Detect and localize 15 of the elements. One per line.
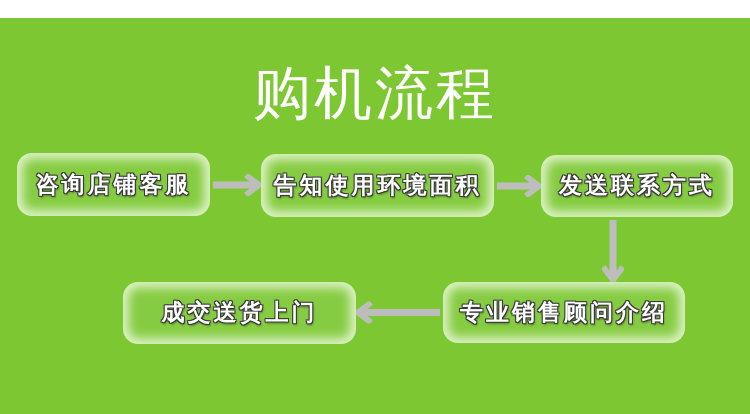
step-label: 发送联系方式 xyxy=(559,172,715,201)
arrow xyxy=(355,300,440,326)
process-box xyxy=(541,155,733,217)
process-box xyxy=(123,282,356,344)
step-label: 成交送货上门 xyxy=(162,299,318,328)
process-box xyxy=(261,154,494,217)
arrow xyxy=(213,172,262,198)
arrow xyxy=(497,173,542,199)
step-label: 告知使用环境面积 xyxy=(274,172,482,200)
step-label: 咨询店铺客服 xyxy=(36,170,192,200)
process-box xyxy=(17,153,210,216)
arrow xyxy=(600,220,626,283)
step-label: 专业销售顾问介绍 xyxy=(460,298,668,328)
diagram-title: 购机流程 xyxy=(253,58,497,129)
process-box xyxy=(443,282,685,343)
